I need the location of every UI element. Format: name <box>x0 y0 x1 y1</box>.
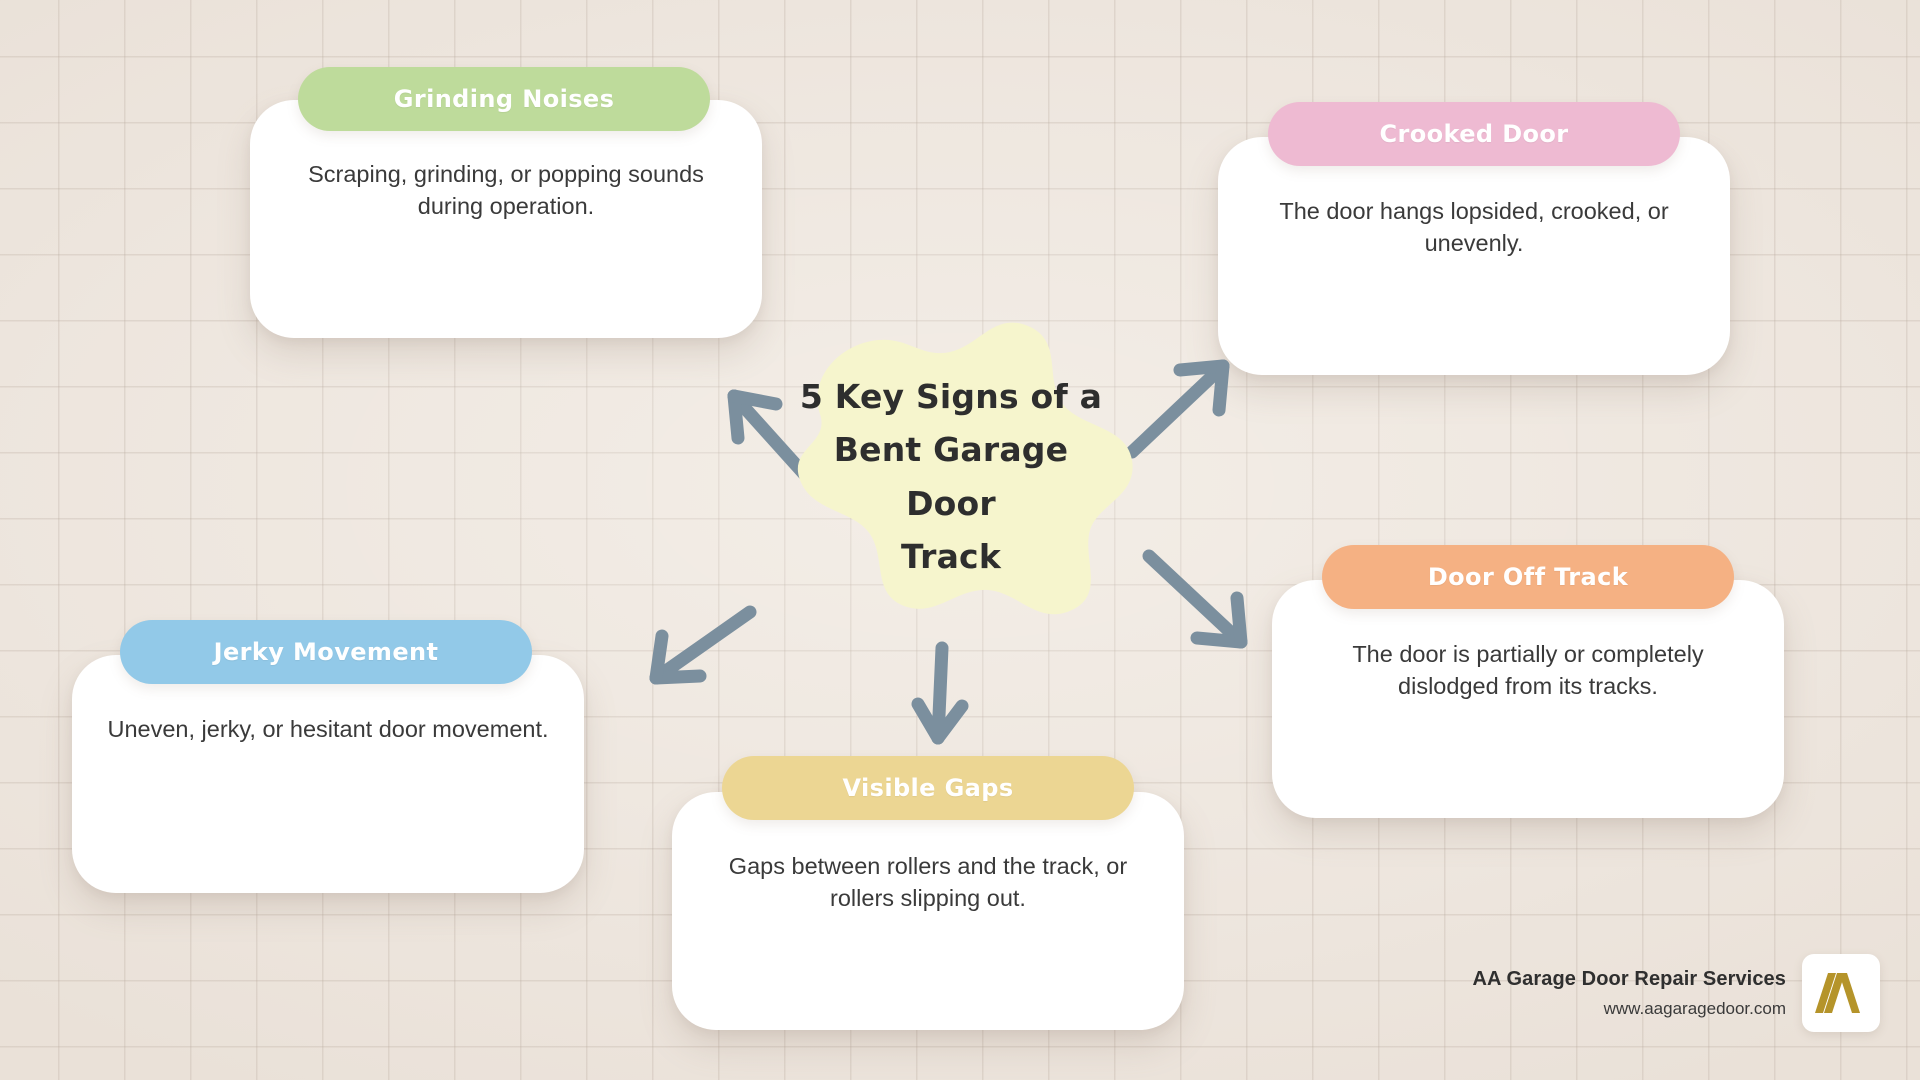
center-title-line-2: Bent Garage Door <box>833 430 1069 523</box>
card-visible-gaps-body: Gaps between rollers and the track, or r… <box>728 853 1128 912</box>
center-title: 5 Key Signs of a Bent Garage Door Track <box>786 370 1116 584</box>
card-door-off-track-body: The door is partially or completely disl… <box>1352 641 1704 700</box>
card-crooked-door-header: Crooked Door <box>1268 102 1680 166</box>
footer-branding: AA Garage Door Repair Services www.aagar… <box>1473 954 1880 1032</box>
card-visible-gaps-header: Visible Gaps <box>722 756 1134 820</box>
aa-monogram-icon <box>1815 973 1860 1013</box>
card-jerky-movement-header: Jerky Movement <box>120 620 532 684</box>
arrow-to-jerky-movement <box>640 600 765 700</box>
brand-logo <box>1802 954 1880 1032</box>
footer-text-block: AA Garage Door Repair Services www.aagar… <box>1473 968 1787 1019</box>
arrow-to-crooked-door <box>1118 352 1248 472</box>
card-jerky-movement-body: Uneven, jerky, or hesitant door movement… <box>107 716 549 742</box>
card-grinding-noises[interactable]: Scraping, grinding, or popping sounds du… <box>250 100 762 338</box>
arrow-to-door-off-track <box>1135 542 1265 662</box>
center-blob-shape <box>760 318 1140 618</box>
card-door-off-track-header: Door Off Track <box>1322 545 1734 609</box>
center-title-line-3: Track <box>901 537 1001 577</box>
card-visible-gaps[interactable]: Gaps between rollers and the track, or r… <box>672 792 1184 1030</box>
card-door-off-track[interactable]: The door is partially or completely disl… <box>1272 580 1784 818</box>
card-grinding-noises-body: Scraping, grinding, or popping sounds du… <box>308 161 704 220</box>
card-crooked-door[interactable]: The door hangs lopsided, crooked, or une… <box>1218 137 1730 375</box>
arrow-to-visible-gaps <box>910 638 970 753</box>
center-title-line-1: 5 Key Signs of a <box>799 377 1103 416</box>
card-crooked-door-body: The door hangs lopsided, crooked, or une… <box>1279 198 1669 257</box>
brand-name: AA Garage Door Repair Services <box>1472 967 1786 990</box>
card-grinding-noises-header: Grinding Noises <box>298 67 710 131</box>
card-jerky-movement[interactable]: Uneven, jerky, or hesitant door movement… <box>72 655 584 893</box>
brand-url[interactable]: www.aagaragedoor.com <box>1603 998 1786 1018</box>
